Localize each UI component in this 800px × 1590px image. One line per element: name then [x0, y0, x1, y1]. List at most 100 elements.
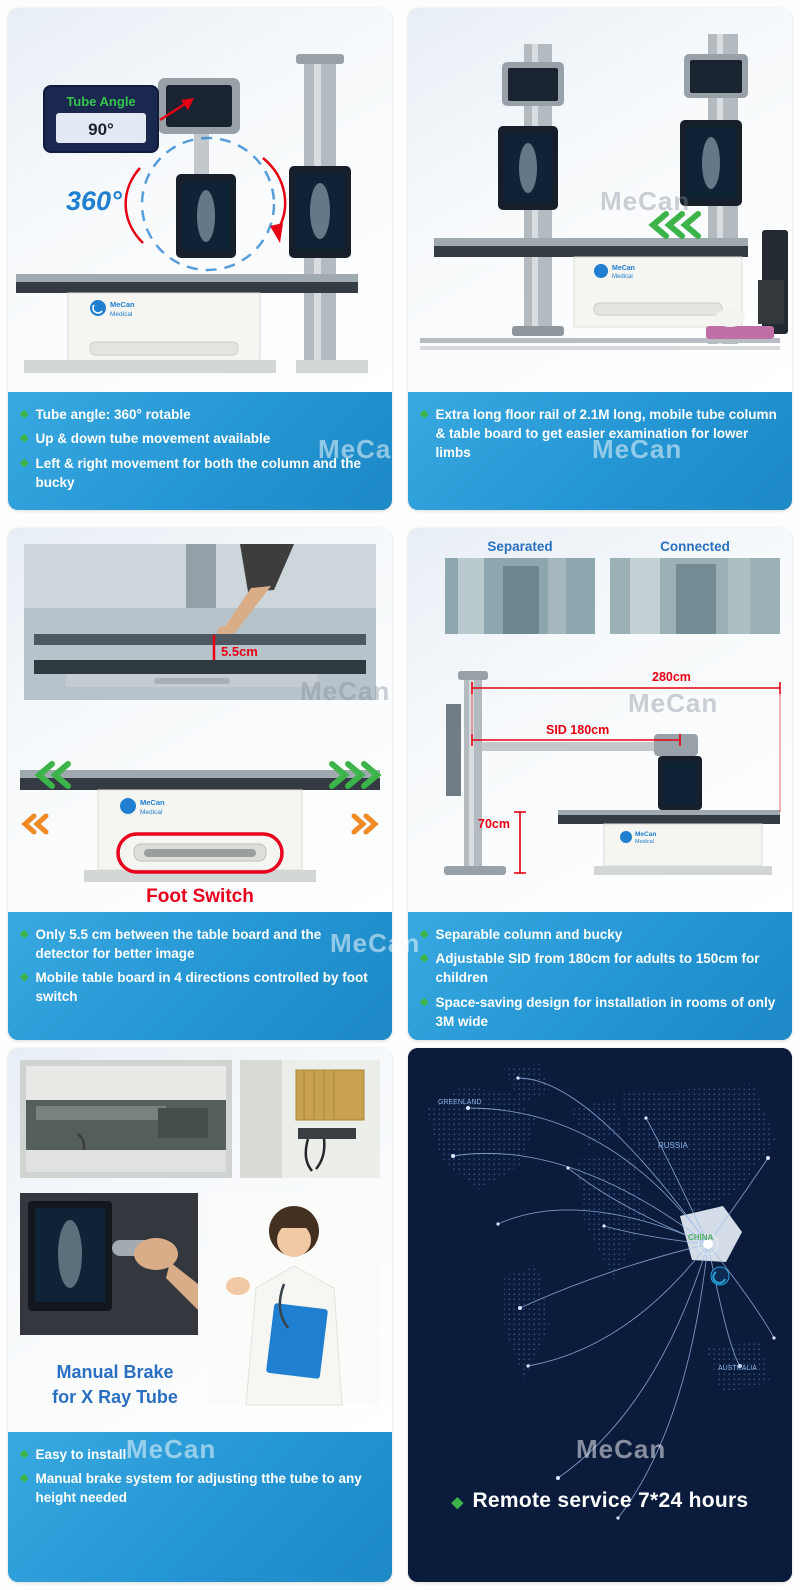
panel4-illustration: Separated Connected — [444, 539, 781, 875]
mecan-logo: MeCan Medical — [594, 264, 635, 280]
panel2-image: MeCan Medical — [408, 8, 792, 392]
feature-bullet: ◆ Manual brake system for adjusting tthe … — [20, 1469, 378, 1507]
rotating-monitor — [176, 174, 236, 258]
connected-photo — [610, 558, 780, 634]
tube-angle-display: Tube Angle 90° — [43, 85, 159, 153]
under-table-photo — [20, 1060, 232, 1178]
panel4-image: Separated Connected — [408, 528, 792, 912]
tube-angle-title: Tube Angle — [66, 94, 135, 109]
logo-text: MeCan — [140, 798, 165, 807]
bullet-text: Manual brake system for adjusting tthe t… — [35, 1471, 362, 1506]
mecan-logo: MeCan Medical — [120, 798, 165, 816]
hub-logo — [710, 1266, 730, 1286]
panel-floor-rail: MeCan Medical ◆ Extra long floor rail of … — [408, 8, 792, 510]
tube-angle-value: 90° — [88, 120, 114, 139]
power-supply-photo — [240, 1060, 380, 1178]
diamond-icon: ◆ — [20, 971, 29, 984]
table-base — [24, 292, 368, 373]
manual-brake-label: Manual Brake for X Ray Tube — [24, 1360, 206, 1410]
foot-switch-label: Foot Switch — [146, 886, 254, 907]
panel1-machine-illustration: MeCan Medical Tube Angle 90° 360° — [16, 54, 368, 373]
logo-subtext: Medical — [635, 839, 654, 845]
diamond-icon: ◆ — [20, 1472, 29, 1485]
mecan-logo: MeCan Medical — [90, 300, 135, 318]
bullet-text: Separable column and bucky — [435, 927, 623, 942]
left-column-unit — [498, 44, 564, 336]
gap-photo: 5.5cm — [24, 544, 376, 700]
feature-bullet: ◆ Mobile table board in 4 directions cont… — [20, 968, 378, 1006]
panel-sid-adjust: Separated Connected — [408, 528, 792, 1040]
connected-label: Connected — [660, 539, 730, 554]
diamond-icon: ◆ — [420, 952, 429, 965]
feature-caption: ◆ Extra long floor rail of 2.1M long, mob… — [408, 392, 792, 510]
panel-manual-brake: Manual Brake for X Ray Tube ◆ Easy to ins… — [8, 1048, 392, 1582]
dim-70-label: 70cm — [478, 817, 510, 831]
tube-head — [158, 78, 240, 178]
dimension-sid — [471, 734, 681, 746]
rotation-360-label: 360° — [66, 186, 122, 216]
bullet-text: Left & right movement for both the colum… — [35, 455, 361, 490]
panel-remote-service: GREENLAND RUSSIA CHINA AUSTRALIA ◆Remote… — [408, 1048, 792, 1582]
feature-caption: ◆Separable column and bucky ◆Adjustable … — [408, 912, 792, 1040]
feature-caption: ◆ Only 5.5 cm between the table board and… — [8, 912, 392, 1040]
dim-sid-label: SID 180cm — [546, 723, 609, 737]
separated-label: Separated — [487, 539, 552, 554]
diamond-icon: ◆ — [20, 1448, 29, 1460]
australia-label: AUSTRALIA — [718, 1365, 757, 1372]
brake-subtitle: for X Ray Tube — [52, 1387, 178, 1408]
gap-measure-label: 5.5cm — [221, 644, 258, 659]
greenland-label: GREENLAND — [438, 1099, 482, 1106]
remote-service-text: Remote service 7*24 hours — [472, 1488, 749, 1512]
diamond-icon: ◆ — [420, 408, 429, 420]
doctor-photo — [208, 1193, 380, 1406]
continents — [426, 1064, 776, 1394]
hand-with-pad — [706, 280, 784, 339]
diamond-icon: ◆ — [20, 432, 29, 445]
feature-bullet: ◆ Space-saving design for installation in… — [420, 993, 778, 1031]
diamond-icon: ◆ — [420, 928, 429, 940]
logo-subtext: Medical — [612, 274, 633, 280]
foot-switch-slot — [116, 832, 284, 874]
rotation-dashed-circle — [140, 136, 276, 272]
feature-bullet: ◆ Extra long floor rail of 2.1M long, mob… — [420, 405, 778, 462]
column-monitor — [289, 166, 351, 258]
diamond-icon: ◆ — [420, 995, 429, 1008]
diamond-icon: ◆ — [20, 928, 29, 940]
russia-label: RUSSIA — [658, 1141, 688, 1150]
foot-switch-highlight — [116, 832, 284, 874]
panel3-illustration: 5.5cm MeCan Medical — [20, 544, 382, 907]
feature-list: ◆ Extra long floor rail of 2.1M long, mob… — [420, 405, 778, 462]
feature-bullet: ◆Up & down tube movement available — [20, 429, 378, 448]
bullet-text: Tube angle: 360° rotable — [35, 407, 191, 422]
panel2-machine-illustration: MeCan Medical — [420, 34, 788, 350]
dimension-70 — [514, 811, 526, 874]
bullet-text: Extra long floor rail of 2.1M long, mobi… — [435, 407, 777, 461]
diamond-icon: ◆ — [451, 1493, 464, 1511]
bullet-text: Space-saving design for installation in … — [435, 994, 776, 1029]
feature-list: ◆Separable column and bucky ◆Adjustable … — [420, 925, 778, 1031]
feature-caption: ◆ Easy to install ◆ Manual brake system fo… — [8, 1432, 392, 1582]
feature-bullet: ◆Left & right movement for both the colu… — [20, 454, 378, 492]
panel5-illustration — [20, 1060, 380, 1406]
remote-service-caption: ◆ Remote service 7*24 hours — [408, 1489, 792, 1516]
separated-photo — [445, 558, 595, 634]
bullet-text: Mobile table board in 4 directions contr… — [35, 970, 368, 1005]
hub-dot — [703, 1239, 713, 1249]
feature-list: ◆ Only 5.5 cm between the table board and… — [20, 925, 378, 1007]
feature-bullet: ◆ Only 5.5 cm between the table board and… — [20, 925, 378, 963]
bullet-text: Easy to install — [35, 1447, 127, 1462]
panel5-image: Manual Brake for X Ray Tube — [8, 1048, 392, 1432]
diagram-machine — [444, 671, 780, 875]
feature-bullet: ◆ Separable column and bucky — [420, 925, 778, 944]
bullet-text: Only 5.5 cm between the table board and … — [35, 927, 322, 962]
panel-table-detector: 5.5cm MeCan Medical — [8, 528, 392, 1040]
connection-dots — [451, 1076, 776, 1520]
brake-title: Manual Brake — [56, 1362, 174, 1382]
feature-bullet: ◆ Easy to install — [20, 1445, 378, 1464]
manual-brake-photo — [20, 1193, 198, 1335]
floor-rail — [420, 338, 780, 350]
panel1-image: MeCan Medical Tube Angle 90° 360° — [8, 8, 392, 392]
orange-chevrons-icon — [21, 813, 379, 835]
logo-text: MeCan — [635, 831, 656, 838]
dimension-280 — [471, 682, 781, 812]
